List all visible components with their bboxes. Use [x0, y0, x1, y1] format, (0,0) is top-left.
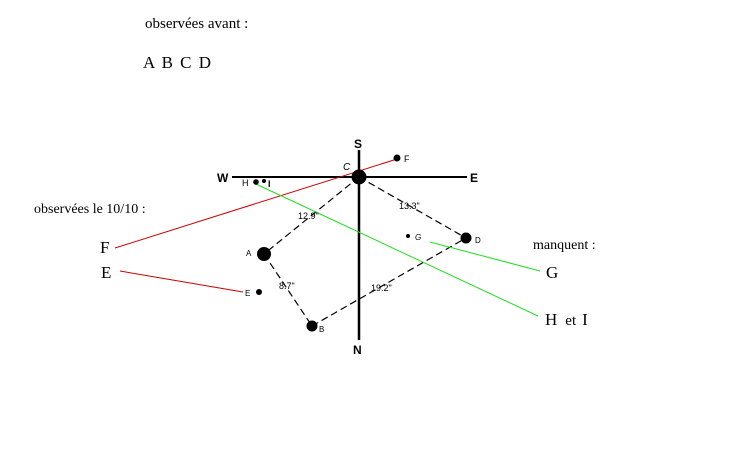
compass-east: E	[470, 171, 478, 185]
star-D	[460, 232, 472, 244]
side-label-H: H	[545, 310, 558, 329]
star-E	[256, 289, 262, 295]
star-label-E: E	[245, 289, 250, 298]
pointer-line-G	[429, 241, 541, 272]
side-label-I: I	[582, 310, 588, 329]
segment-C-D	[358, 176, 467, 239]
pointer-line-H-I	[255, 183, 539, 317]
star-label-D: D	[475, 236, 481, 245]
star-F	[393, 154, 401, 162]
star-B	[306, 320, 318, 332]
star-H	[253, 179, 259, 185]
observed-before-stars: A B C D	[143, 53, 212, 72]
distance-C-A: 12.9"	[298, 211, 319, 221]
side-label-et: et	[565, 313, 577, 329]
segment-B-D	[311, 237, 467, 327]
star-C	[351, 169, 367, 185]
compass-north: N	[353, 343, 362, 357]
pointer-line-F	[114, 158, 398, 249]
star-A	[257, 247, 271, 261]
star-label-F: F	[404, 154, 410, 164]
star-label-C: C	[343, 162, 351, 173]
star-label-I: I	[268, 179, 271, 189]
segment-C-A	[263, 176, 360, 255]
distance-A-B: 8.7"	[279, 281, 295, 291]
compass-west: W	[217, 171, 229, 185]
distance-C-D: 13.3"	[399, 201, 420, 211]
observed-before-label: observées avant :	[145, 16, 249, 32]
side-label-F: F	[100, 238, 110, 257]
star-I	[262, 179, 266, 183]
observed-on-date-label: observées le 10/10 :	[34, 202, 146, 217]
missing-label: manquent :	[533, 238, 596, 253]
pointer-line-E	[119, 270, 244, 293]
star-G	[406, 234, 410, 238]
side-label-G: G	[546, 263, 559, 282]
segment-A-B	[263, 253, 313, 327]
star-label-A: A	[246, 249, 252, 258]
star-label-B: B	[319, 325, 324, 334]
side-label-E: E	[101, 263, 112, 282]
compass-south: S	[354, 137, 362, 151]
star-label-G: G	[415, 233, 421, 242]
star-label-H: H	[242, 178, 249, 188]
distance-B-D: 19.2"	[371, 283, 392, 293]
